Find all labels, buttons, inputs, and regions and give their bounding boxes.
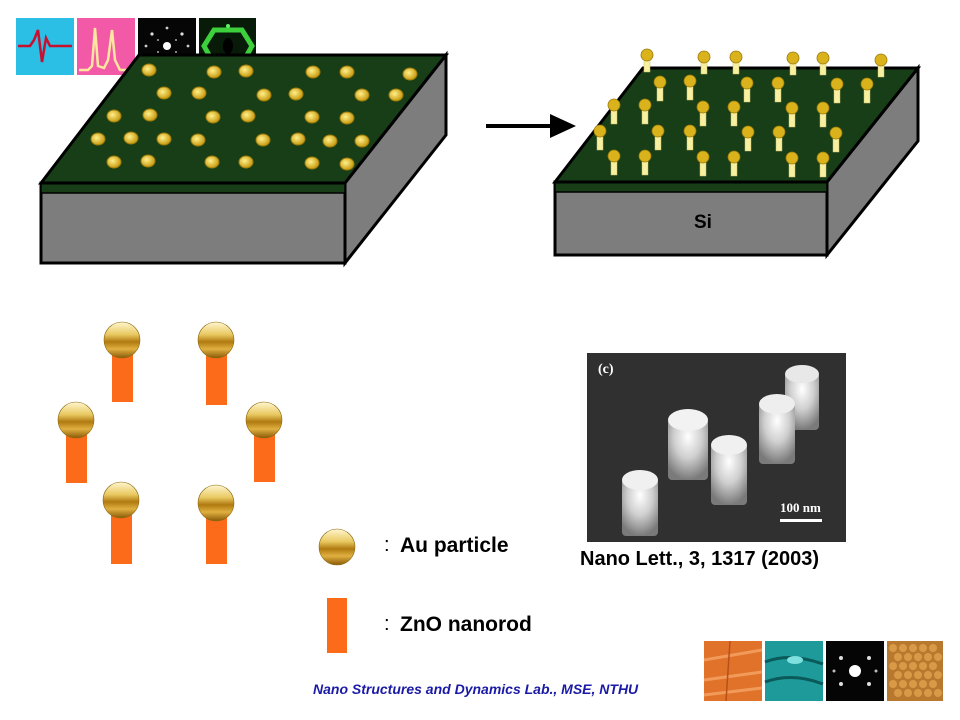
legend-separator-zno: :	[384, 613, 390, 635]
particle-texture-thumbnail	[887, 641, 943, 701]
citation: Nano Lett., 3, 1317 (2003)	[580, 548, 819, 570]
footer-thumbnails	[703, 640, 943, 702]
nanorod-ring	[57, 321, 283, 564]
substrate-label: Si	[694, 212, 712, 233]
teal-texture-thumbnail	[764, 641, 824, 701]
legend-label-au-particle: Au particle	[400, 534, 509, 557]
nanorods	[593, 48, 888, 178]
dark-diffraction-thumbnail	[826, 641, 884, 701]
sem-panel-label: (c)	[598, 362, 614, 377]
sem-scale-label: 100 nm	[780, 500, 821, 515]
waveform-thumbnail	[16, 18, 74, 75]
growth-arrow	[486, 114, 576, 138]
scale-bar	[780, 519, 822, 522]
sem-micrograph	[587, 353, 846, 542]
spectrum-thumbnail	[77, 18, 135, 75]
substrate-with-nanorods	[551, 48, 922, 260]
sem-rods	[622, 365, 819, 536]
substrate-with-au-particles	[37, 50, 450, 268]
au-particle-dots	[90, 63, 418, 171]
legend-separator-au: :	[384, 534, 390, 556]
orange-texture-thumbnail	[703, 640, 763, 702]
zno-nanorod-icon	[327, 598, 347, 653]
au-particle-icon	[318, 528, 356, 566]
footer-lab-name: Nano Structures and Dynamics Lab., MSE, …	[313, 681, 639, 697]
legend-label-zno-nanorod: ZnO nanorod	[400, 613, 532, 636]
